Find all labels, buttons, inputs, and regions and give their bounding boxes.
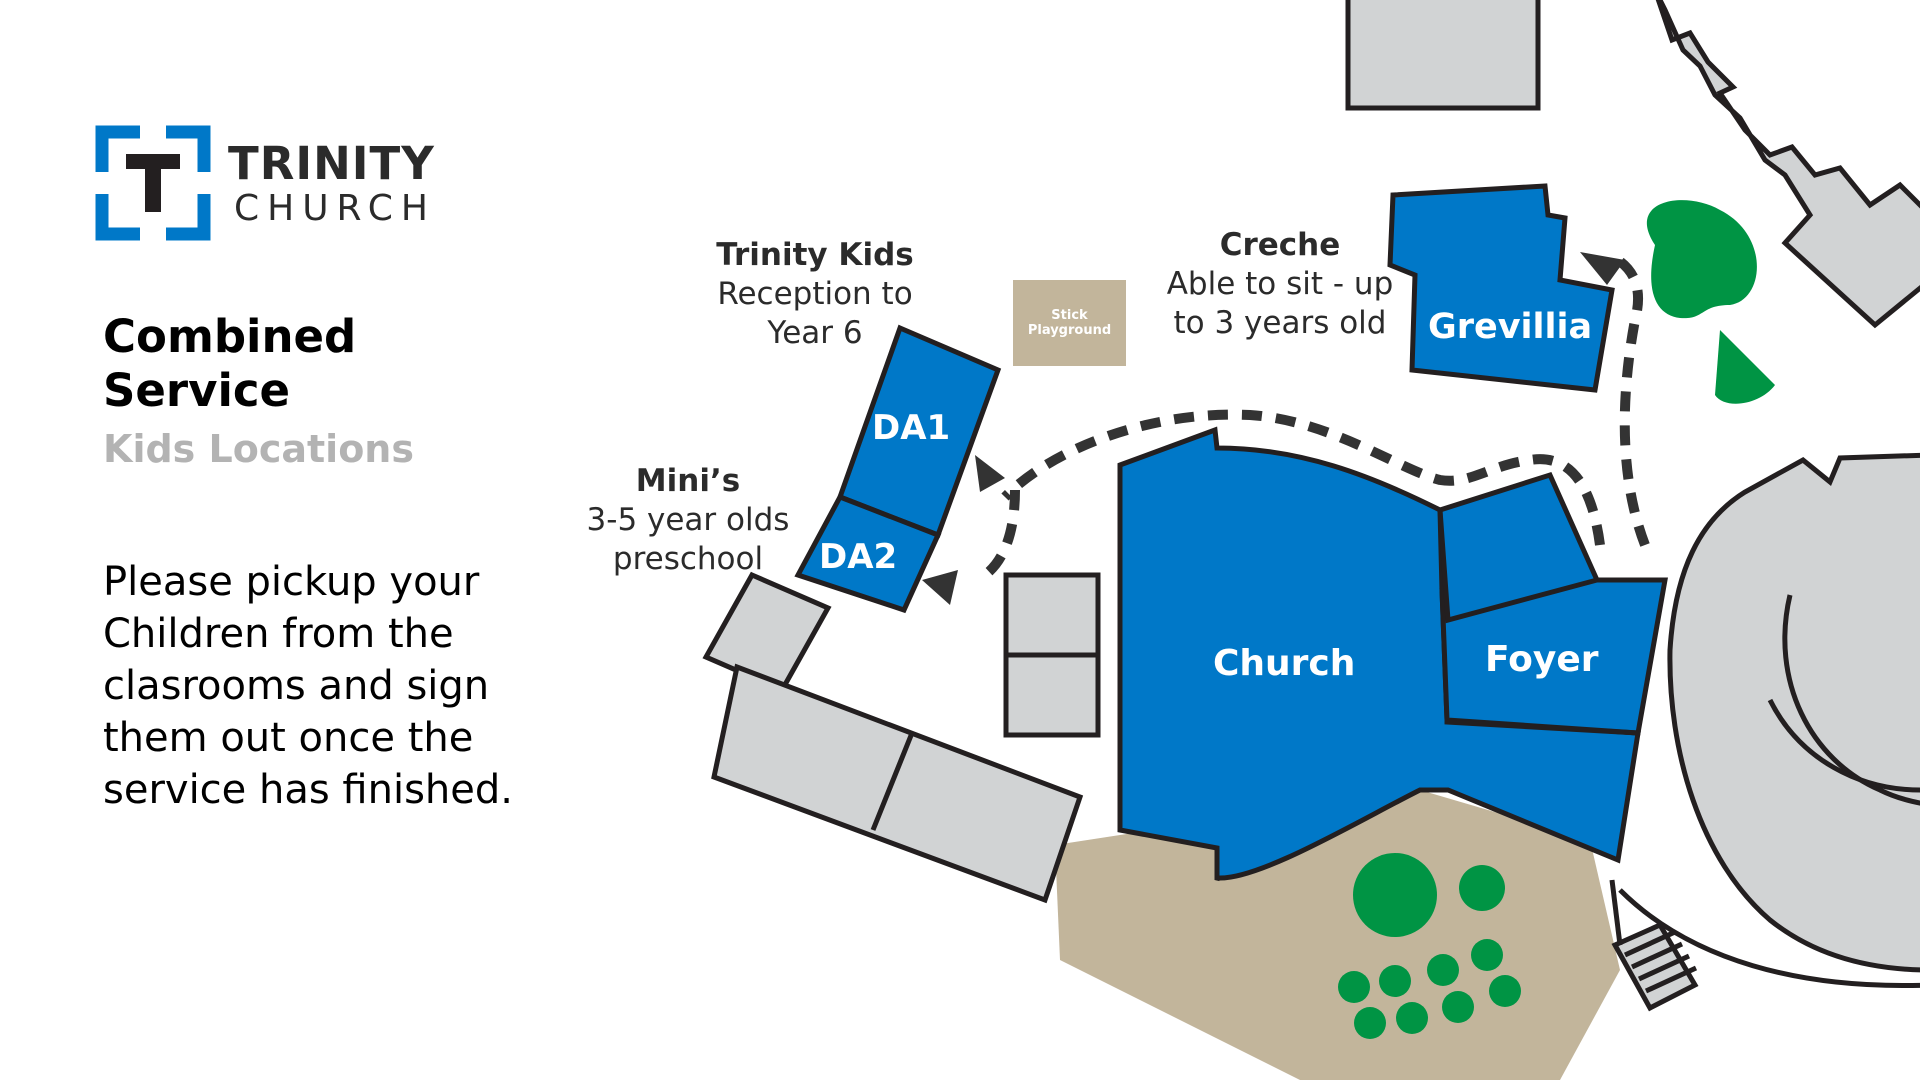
label-line: Year 6 — [767, 315, 863, 351]
label-line: preschool — [612, 541, 764, 577]
walking-paths — [981, 253, 1650, 579]
label-heading: Trinity Kids — [716, 237, 914, 273]
auditorium-arcs — [1609, 594, 1920, 994]
stick-line: Playground — [1027, 323, 1112, 338]
trees — [1338, 200, 1775, 1039]
room-foyer: Foyer — [1485, 639, 1599, 680]
path-arrowheads — [922, 252, 1625, 605]
blue-rooms — [794, 183, 1668, 882]
grey-buildings — [702, 0, 1920, 1012]
da2-building — [794, 493, 942, 614]
room-da1: DA1 — [872, 408, 951, 448]
label-line: to 3 years old — [1173, 305, 1387, 341]
label-heading: Mini’s — [635, 463, 741, 499]
brand-sub: CHURCH — [234, 188, 436, 229]
label-line: 3-5 year olds — [586, 502, 790, 538]
grounds-area — [1055, 790, 1620, 1080]
label-minis: Mini’s 3-5 year olds preschool — [568, 462, 808, 579]
label-line: Able to sit - up — [1166, 266, 1394, 302]
label-heading: Creche — [1219, 227, 1341, 263]
trinity-logo-mark — [95, 125, 211, 241]
page-subtitle: Kids Locations — [103, 427, 414, 471]
foyer-dividers — [1437, 509, 1639, 736]
pickup-notice: Please pickup your Children from the cla… — [103, 559, 513, 813]
foyer-building — [1437, 471, 1668, 736]
label-line: Reception to — [717, 276, 913, 312]
stick-line: Stick — [1051, 308, 1088, 323]
room-church: Church — [1213, 643, 1356, 684]
brand-name: TRINITY — [228, 137, 435, 190]
grevillia-building — [1387, 183, 1615, 393]
page-title: Combined Service — [103, 310, 357, 417]
room-grevillia: Grevillia — [1428, 307, 1593, 347]
label-trinity-kids: Trinity Kids Reception to Year 6 — [695, 236, 935, 353]
label-creche: Creche Able to sit - up to 3 years old — [1145, 226, 1415, 343]
church-building — [1117, 426, 1641, 882]
room-da2: DA2 — [819, 537, 898, 577]
stick-playground: Stick Playground — [1013, 280, 1126, 366]
